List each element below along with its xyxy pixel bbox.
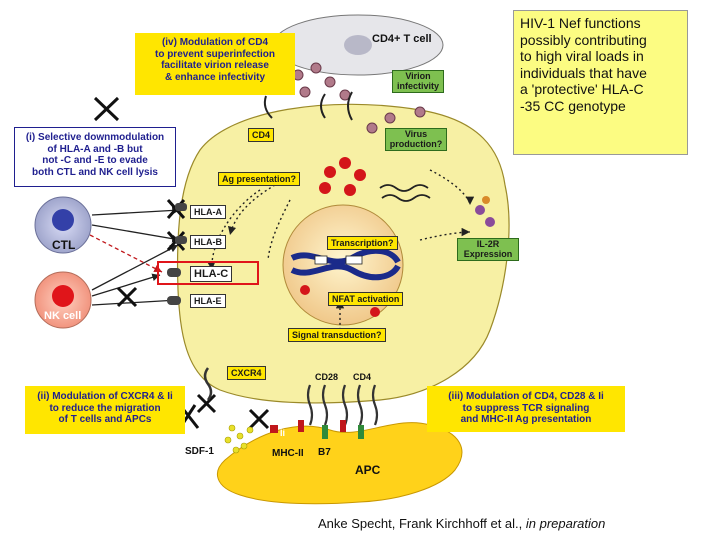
box-iv-line: & enhance infectivity xyxy=(164,71,266,83)
box-ii-line: of T cells and APCs xyxy=(58,414,152,425)
apc-label: APC xyxy=(355,463,381,477)
box-i-line: both CTL and NK cell lysis xyxy=(32,166,158,178)
note-line: HIV-1 Nef functions xyxy=(520,15,641,31)
box-iii-line: to suppress TCR signaling xyxy=(462,402,590,414)
box-iii-line: and MHC-II Ag presentation xyxy=(460,414,592,425)
il2r-expression-tag: IL-2R Expression xyxy=(457,238,519,261)
hla-c-highlight xyxy=(157,261,259,285)
virus-line: Virus xyxy=(404,129,428,139)
hla-c-tag: HLA-C xyxy=(190,266,233,282)
block-marks xyxy=(93,96,270,430)
box-iii: (iii) Modulation of CD4, CD28 & Ii to su… xyxy=(427,386,625,432)
box-ii-line: to reduce the migration xyxy=(49,402,161,414)
ag-presentation-tag: Ag presentation? xyxy=(218,172,301,186)
box-i-line: (i) Selective downmodulation xyxy=(25,132,165,143)
note-line: a 'protective' HLA-C xyxy=(520,81,644,98)
virus-production-tag: Virus production? xyxy=(385,128,447,151)
note-line: possibly contributing xyxy=(520,31,647,48)
box-i-line: of HLA-A and -B but xyxy=(47,143,143,155)
virus-line: production? xyxy=(389,139,443,150)
transcription-tag: Transcription? xyxy=(327,236,398,250)
note-line: -35 CC genotype xyxy=(520,97,626,114)
il2r-line: Expression xyxy=(463,249,513,260)
mhc2-label: MHC-II xyxy=(272,448,304,459)
cxcr4-tag: CXCR4 xyxy=(227,366,266,380)
note-line: to high viral loads in xyxy=(520,48,644,65)
box-iv-line: (iv) Modulation of CD4 xyxy=(161,37,269,48)
nfat-tag: NFAT activation xyxy=(328,292,404,306)
hla-a-tag: HLA-A xyxy=(190,205,226,219)
hla-b-tag: HLA-B xyxy=(190,235,226,249)
cd28-label: CD28 xyxy=(315,372,339,382)
cd4-bottom-label: CD4 xyxy=(353,372,372,382)
credit-status: in preparation xyxy=(525,516,606,531)
virion-line: Virion xyxy=(405,71,431,81)
box-ii: (ii) Modulation of CXCR4 & Ii to reduce … xyxy=(25,386,185,434)
sdf1-label: SDF-1 xyxy=(185,446,214,457)
il2r-line: IL-2R xyxy=(476,239,500,249)
virion-infectivity-tag: Virion infectivity xyxy=(392,70,444,93)
box-ii-line: (ii) Modulation of CXCR4 & Ii xyxy=(37,391,173,402)
ctl-label: CTL xyxy=(52,238,76,252)
hla-e-tag: HLA-E xyxy=(190,294,226,308)
cd4-t-cell-label: CD4+ T cell xyxy=(372,33,432,45)
box-iv: (iv) Modulation of CD4 to prevent superi… xyxy=(135,33,295,95)
box-i-line: not -C and -E to evade xyxy=(42,155,148,166)
cd4-tag: CD4 xyxy=(248,128,275,142)
credit: Anke Specht, Frank Kirchhoff et al., in … xyxy=(318,516,605,531)
ii-label: Ii xyxy=(280,428,286,438)
apc-cell xyxy=(216,422,463,505)
note-box: HIV-1 Nef functions possibly contributin… xyxy=(513,10,688,155)
box-iv-line: facilitate virion release xyxy=(161,60,269,71)
note-line: individuals that have xyxy=(520,64,647,81)
tcr-receptors xyxy=(306,384,379,426)
nk-label: NK cell xyxy=(44,310,82,322)
sdf1-dots xyxy=(224,424,254,454)
virion-line: infectivity xyxy=(396,81,439,92)
b7-label: B7 xyxy=(318,447,331,458)
credit-authors: Anke Specht, Frank Kirchhoff et al., xyxy=(318,516,526,531)
box-iii-line: (iii) Modulation of CD4, CD28 & Ii xyxy=(448,391,604,402)
box-iv-line: to prevent superinfection xyxy=(154,48,275,60)
signal-transduction-tag: Signal transduction? xyxy=(288,328,386,342)
box-i: (i) Selective downmodulation of HLA-A an… xyxy=(14,127,176,187)
receptors xyxy=(167,203,187,305)
